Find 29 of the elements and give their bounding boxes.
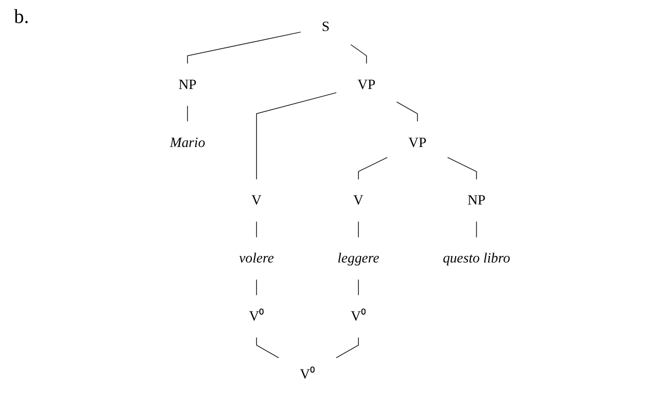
tree-branch	[358, 221, 359, 238]
tree-branch	[358, 279, 359, 296]
tree-node-label: V⁰	[248, 308, 264, 324]
tree-branch	[187, 106, 188, 122]
tree-node-label: V⁰	[350, 308, 366, 324]
tree-node-label: V⁰	[300, 366, 316, 382]
tree-node-label: questo libro	[442, 250, 510, 266]
tree-node-label: VP	[408, 134, 426, 150]
tree-node-label: NP	[178, 76, 197, 92]
tree-branch	[447, 157, 477, 180]
tree-node-label: VP	[357, 76, 376, 92]
example-letter: b.	[14, 6, 29, 29]
tree-node-label: leggere	[337, 250, 380, 266]
tree-node-label: V	[353, 192, 364, 208]
tree-branch	[396, 102, 418, 122]
tree-node-label: volere	[239, 250, 274, 266]
tree-node-label: NP	[467, 192, 486, 208]
tree-branch	[350, 44, 367, 64]
tree-node-label: S	[322, 19, 330, 35]
tree-branch	[256, 337, 280, 358]
tree-node-label: Mario	[170, 134, 206, 150]
tree-node-label: V	[251, 192, 262, 208]
tree-branch	[256, 279, 257, 296]
tree-branch	[336, 337, 359, 358]
tree-branch	[476, 221, 477, 238]
tree-branch	[358, 157, 388, 180]
tree-branch	[187, 32, 301, 64]
tree-branch	[256, 221, 257, 238]
tree-branch	[256, 92, 337, 180]
